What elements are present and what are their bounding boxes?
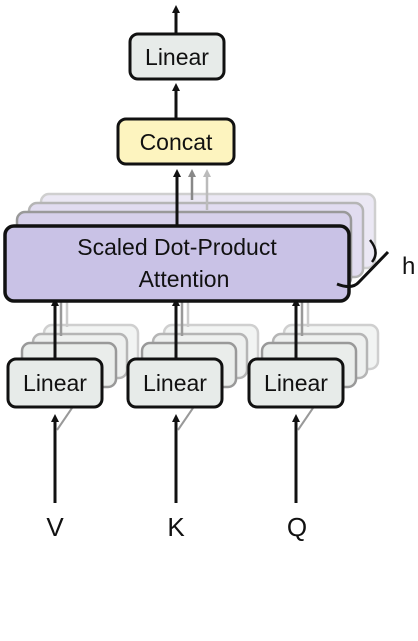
linear-to-attention-arrows bbox=[51, 298, 310, 358]
linear-k-label: Linear bbox=[143, 370, 207, 396]
linear-q-label: Linear bbox=[264, 370, 328, 396]
heads-label: h bbox=[402, 253, 415, 280]
output-linear-label: Linear bbox=[145, 44, 209, 70]
input-v-label: V bbox=[46, 512, 64, 542]
input-q-label: Q bbox=[287, 512, 307, 542]
heads-bracket-curve bbox=[369, 239, 377, 263]
input-arrows bbox=[51, 407, 314, 503]
attention-label-line1: Scaled Dot-Product bbox=[77, 234, 277, 260]
linear-q-box bbox=[247, 357, 345, 409]
concat-label: Concat bbox=[140, 129, 213, 155]
linear-v-label: Linear bbox=[23, 370, 87, 396]
attention-label-line2: Attention bbox=[139, 266, 230, 292]
linear-k-box bbox=[126, 357, 224, 409]
heads-bracket bbox=[336, 250, 390, 289]
input-k-label: K bbox=[167, 512, 185, 542]
attention-to-concat-arrows bbox=[173, 169, 211, 226]
linear-v-box bbox=[6, 357, 104, 409]
